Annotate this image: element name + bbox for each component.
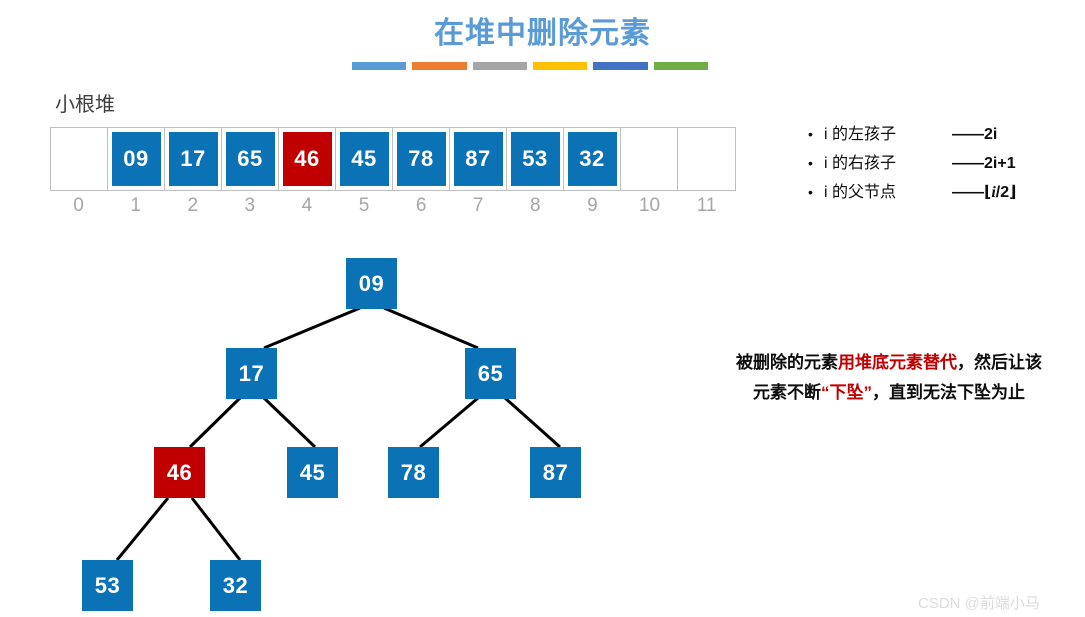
array-index-label-10: 10 xyxy=(638,195,661,216)
explanation-line2-part-b: ，直到无法下坠为止 xyxy=(872,383,1025,402)
bullet-item-0: • i 的左孩子 ——2i xyxy=(808,120,1083,144)
bullet-label-1: i 的右孩子 xyxy=(824,155,897,172)
array-cell-6[interactable]: 78 xyxy=(393,128,450,190)
array-cell-9[interactable]: 32 xyxy=(564,128,621,190)
title-underline-segment-3 xyxy=(532,62,588,70)
bullet-label-2: i 的父节点 xyxy=(824,184,897,201)
array-cell-value-8: 53 xyxy=(510,132,560,186)
tree-node-32[interactable]: 32 xyxy=(210,560,261,611)
tree-node-65[interactable]: 65 xyxy=(465,348,516,399)
index-formula-list: • i 的左孩子 ——2i • i 的右孩子 ——2i+1 • i 的父节点 ——⌊i/2⌋ xyxy=(808,120,1083,207)
bullet-dot-icon: • xyxy=(808,155,813,171)
explanation-line-2: 元素不断“下坠”，直到无法下坠为止 xyxy=(700,378,1078,408)
array-cell-1[interactable]: 09 xyxy=(108,128,165,190)
tree-node-78[interactable]: 78 xyxy=(388,447,439,498)
tree-edge-4 xyxy=(419,396,479,449)
formula-variable: i xyxy=(991,184,996,201)
tree-node-45[interactable]: 45 xyxy=(287,447,338,498)
array-cell-value-3: 65 xyxy=(225,132,275,186)
tree-edge-0 xyxy=(263,306,361,350)
array-index-label-6: 6 xyxy=(415,195,427,216)
title-underline-segment-0 xyxy=(352,62,407,70)
array-cell-value-6: 78 xyxy=(396,132,446,186)
explanation-line1-part-a: 被删除的元素 xyxy=(736,353,838,372)
array-index-label-3: 3 xyxy=(244,195,256,216)
bullet-item-1: • i 的右孩子 ——2i+1 xyxy=(808,149,1083,173)
title-underline-segment-5 xyxy=(653,62,708,70)
tree-edge-3 xyxy=(262,396,317,449)
explanation-line-1: 被删除的元素用堆底元素替代，然后让该 xyxy=(700,348,1078,378)
array-index-row: 0 1 2 3 4 5 6 7 8 9 10 11 xyxy=(50,195,736,217)
tree-edge-2 xyxy=(188,396,242,449)
array-index-label-1: 1 xyxy=(130,195,141,216)
title-underline-segment-2 xyxy=(472,62,527,70)
array-cell-4[interactable]: 46 xyxy=(279,128,336,190)
explanation-line2-part-a: 元素不断 xyxy=(753,383,821,402)
bullet-formula-0: ——2i xyxy=(952,126,998,143)
bullet-formula-1: ——2i+1 xyxy=(952,155,1016,172)
tree-edge-7 xyxy=(190,497,242,561)
array-cell-10[interactable] xyxy=(621,128,678,190)
bullet-label-0: i 的左孩子 xyxy=(824,126,897,143)
array-cell-value-0 xyxy=(55,132,104,186)
array-cell-value-4: 46 xyxy=(282,132,332,186)
array-cell-5[interactable]: 45 xyxy=(336,128,393,190)
tree-node-87[interactable]: 87 xyxy=(530,447,581,498)
array-index-label-11: 11 xyxy=(696,195,717,216)
array-cell-8[interactable]: 53 xyxy=(507,128,564,190)
array-cell-value-11 xyxy=(682,132,731,186)
tree-node-46[interactable]: 46 xyxy=(154,447,205,498)
tree-node-09[interactable]: 09 xyxy=(346,258,397,309)
array-index-label-5: 5 xyxy=(358,195,370,216)
tree-edge-5 xyxy=(504,396,561,449)
bullet-formula-2: ——⌊i/2⌋ xyxy=(952,182,1016,202)
bullet-item-2: • i 的父节点 ——⌊i/2⌋ xyxy=(808,178,1083,202)
array-cell-2[interactable]: 17 xyxy=(165,128,222,190)
array-index-label-7: 7 xyxy=(472,195,484,216)
array-cell-value-5: 45 xyxy=(339,132,389,186)
explanation-text: 被删除的元素用堆底元素替代，然后让该 元素不断“下坠”，直到无法下坠为止 xyxy=(700,348,1078,408)
array-cell-7[interactable]: 87 xyxy=(450,128,507,190)
explanation-line2-highlight: “下坠” xyxy=(821,383,872,402)
array-cell-value-7: 87 xyxy=(453,132,503,186)
array-cell-value-2: 17 xyxy=(168,132,218,186)
bullet-dot-icon: • xyxy=(808,184,813,200)
csdn-watermark: CSDN @前端小马 xyxy=(918,595,1040,612)
tree-node-53[interactable]: 53 xyxy=(82,560,133,611)
array-cell-value-9: 32 xyxy=(567,132,617,186)
array-cell-0[interactable] xyxy=(51,128,108,190)
array-cell-value-10 xyxy=(625,132,674,186)
explanation-line1-highlight: 用堆底元素替代 xyxy=(838,353,957,372)
page-title: 在堆中删除元素 xyxy=(434,17,651,50)
tree-edge-6 xyxy=(115,497,170,561)
array-index-label-9: 9 xyxy=(587,195,598,216)
formula-suffix: /2⌋ xyxy=(995,184,1017,201)
array-index-label-2: 2 xyxy=(187,195,199,216)
array-index-label-8: 8 xyxy=(530,195,541,216)
explanation-line1-part-b: ，然后让该 xyxy=(957,353,1042,372)
array-index-label-0: 0 xyxy=(73,195,84,216)
title-underline-segment-1 xyxy=(412,62,467,70)
tree-edge-1 xyxy=(383,306,479,350)
title-underline-bars xyxy=(352,62,708,70)
bullet-dot-icon: • xyxy=(808,126,813,142)
heap-type-label: 小根堆 xyxy=(55,94,115,116)
array-index-label-4: 4 xyxy=(301,195,313,216)
tree-node-17[interactable]: 17 xyxy=(226,348,277,399)
array-cell-value-1: 09 xyxy=(111,132,161,186)
array-cell-3[interactable]: 65 xyxy=(222,128,279,190)
title-underline-segment-4 xyxy=(593,62,648,70)
formula-prefix: ——⌊ xyxy=(952,184,992,201)
array-cell-11[interactable] xyxy=(678,128,735,190)
